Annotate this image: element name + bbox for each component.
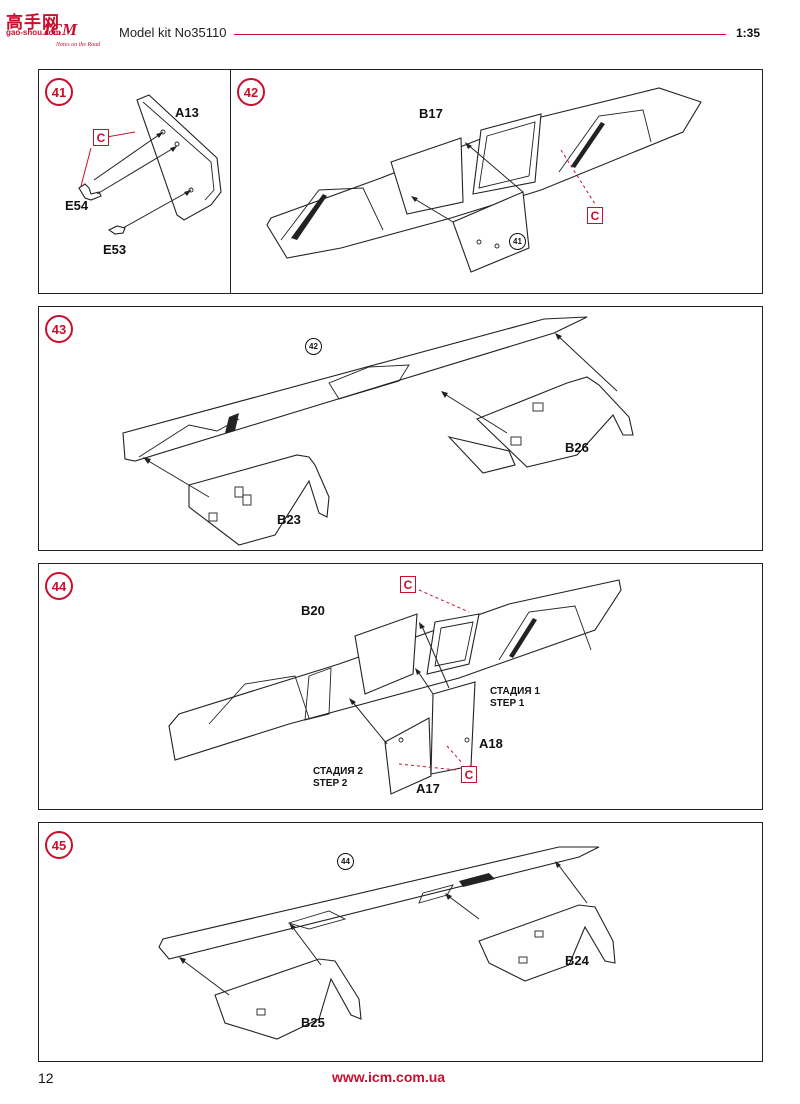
website-link[interactable]: www.icm.com.ua [332,1069,446,1085]
label-b25: B25 [301,1015,325,1030]
label-b24: B24 [565,953,589,968]
step-43-panel: 43 42 B26 B23 [38,306,763,551]
step-44-panel: 44 C B20 СТАДИЯ 1 STEP 1 A18 СТАДИЯ 2 ST… [38,563,763,810]
label-b17: B17 [419,106,443,121]
part-b23 [188,454,330,546]
label-e54: E54 [65,198,89,213]
header-rule [234,34,726,35]
cement-c-marker: C [587,207,603,224]
step-ref-41: 41 [509,233,526,250]
cement-c-marker: C [461,766,477,783]
part-e53-shape [107,225,126,235]
scale-label: 1:35 [736,26,761,40]
part-b24 [478,904,616,982]
step-43-badge: 43 [45,315,73,343]
label-b23: B23 [277,512,301,527]
hatch-frame [390,137,464,215]
step-41-drawing [78,94,222,235]
part-hull-strip [122,316,588,462]
label-a18: A18 [479,736,503,751]
step-43-drawing [122,316,634,546]
part-a17 [384,717,432,795]
label-step1-ru: СТАДИЯ 1 [490,686,540,697]
step-44-drawing [168,579,622,795]
step-45-drawing [158,846,616,1040]
step-ref-42: 42 [305,338,322,355]
label-step2-ru: СТАДИЯ 2 [313,766,363,777]
step-42-panel: 42 B17 C 41 [230,69,763,294]
brand-logo: ICM [44,20,78,39]
step-45-badge: 45 [45,831,73,859]
step-45-panel: 45 44 B24 B25 [38,822,763,1062]
part-b26 [476,376,634,468]
kit-number: Model kit No35110 [119,25,227,40]
part-a13-shape [136,94,222,221]
label-step2-en: STEP 2 [313,778,348,789]
label-e53: E53 [103,242,127,257]
label-b26: B26 [565,440,589,455]
cement-c-marker: C [93,129,109,146]
page-number: 12 [38,1070,54,1086]
part-e54-shape [78,183,102,201]
step-41-badge: 41 [45,78,73,106]
part-a18 [430,681,476,775]
label-a13: A13 [175,105,199,120]
label-b20: B20 [301,603,325,618]
site-logo-url: gao-shou.com [6,28,61,37]
part-door [452,191,530,273]
step-44-badge: 44 [45,572,73,600]
part-b25 [214,958,362,1040]
brand-tagline: Notes on the Road [56,42,101,48]
label-step1-en: STEP 1 [490,698,525,709]
page-header: 高手网 gao-shou.com ICM Notes on the Road M… [0,0,800,60]
site-logo-text: 高手网 [6,13,60,33]
step-41-panel: 41 C A13 E54 E53 [38,69,231,294]
step-42-drawing [266,87,702,273]
step-ref-44: 44 [337,853,354,870]
label-a17: A17 [416,781,440,796]
cement-c-marker: C [400,576,416,593]
step-42-badge: 42 [237,78,265,106]
